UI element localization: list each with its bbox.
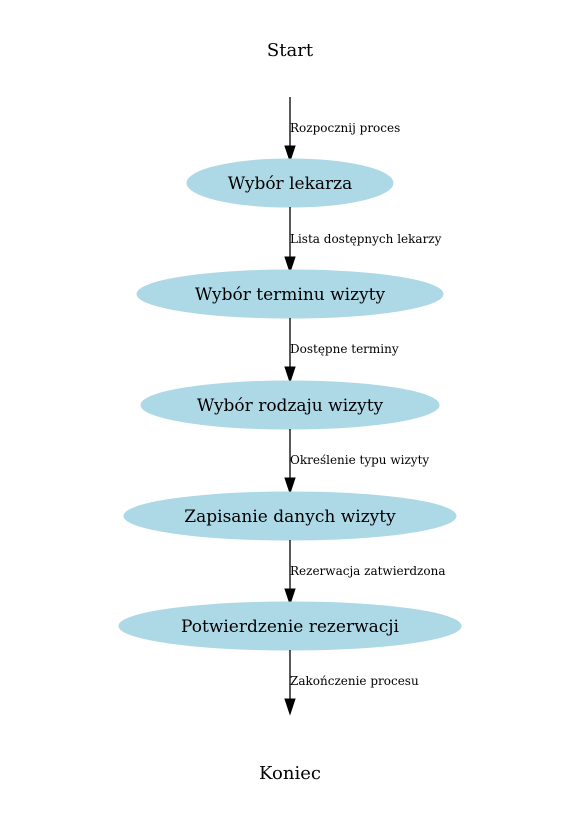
edge-save-to-confirm: Rezerwacja zatwierdzona	[284, 540, 446, 606]
edge-type-to-save: Określenie typu wizyty	[284, 429, 429, 495]
edge-doctor-to-date: Lista dostępnych lekarzy	[284, 207, 442, 274]
node-save-visit-data: Zapisanie danych wizyty	[123, 491, 457, 541]
edge-label-reservation: Rezerwacja zatwierdzona	[290, 564, 446, 578]
node-label: Potwierdzenie rezerwacji	[181, 617, 400, 637]
edge-confirm-to-end: Zakończenie procesu	[284, 650, 419, 716]
edge-label-type: Określenie typu wizyty	[290, 453, 429, 467]
edge-label-doctors: Lista dostępnych lekarzy	[290, 232, 442, 246]
edge-label-dates: Dostępne terminy	[290, 342, 399, 356]
node-label: Wybór rodzaju wizyty	[197, 396, 384, 416]
end-label: Koniec	[259, 763, 321, 784]
edge-label-start: Rozpocznij proces	[290, 121, 400, 135]
node-label: Wybór terminu wizyty	[195, 285, 386, 305]
edge-label-end: Zakończenie procesu	[290, 674, 419, 688]
node-label: Wybór lekarza	[228, 174, 353, 194]
node-doctor-selection: Wybór lekarza	[186, 158, 394, 208]
node-reservation-confirmation: Potwierdzenie rezerwacji	[118, 601, 462, 651]
edge-date-to-type: Dostępne terminy	[284, 318, 399, 384]
node-visit-type-selection: Wybór rodzaju wizyty	[140, 380, 440, 430]
node-label: Zapisanie danych wizyty	[184, 507, 396, 527]
edge-start-to-doctor: Rozpocznij proces	[284, 97, 400, 163]
start-label: Start	[267, 40, 314, 61]
node-date-selection: Wybór terminu wizyty	[136, 269, 444, 319]
